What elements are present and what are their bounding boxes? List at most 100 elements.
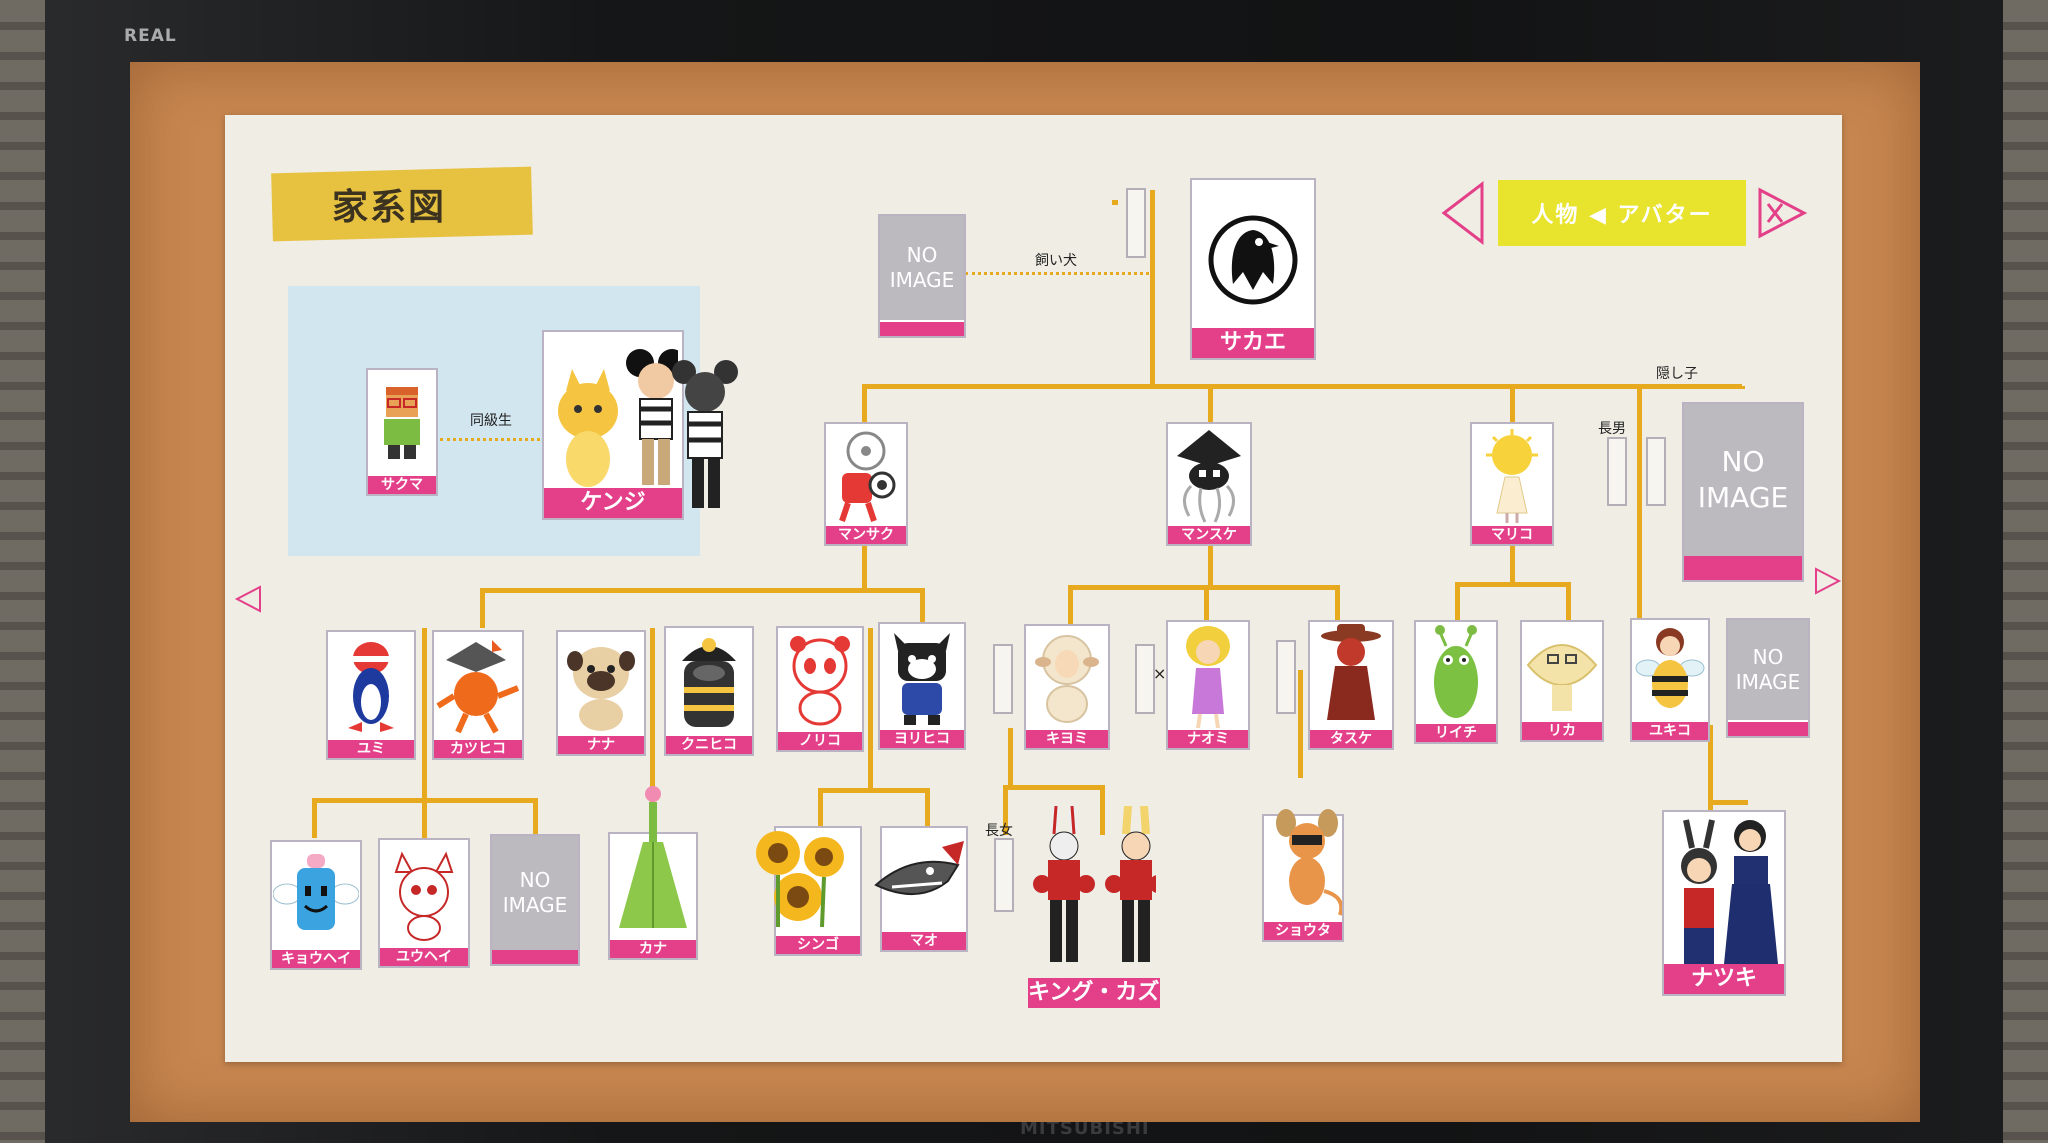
member-name: カツヒコ (434, 740, 522, 758)
member-card-hidden-child[interactable]: NO IMAGE (1682, 402, 1804, 582)
member-card-shota[interactable]: ショウタ (1262, 809, 1344, 942)
member-name: マンサク (826, 526, 906, 544)
member-card-yukiko-partner[interactable]: NO IMAGE (1726, 618, 1810, 738)
member-name: ヨリヒコ (880, 730, 964, 748)
relation-tag-hidden-child: 隠し子 (1656, 366, 1698, 382)
member-card-kunihiko[interactable]: クニヒコ (664, 626, 754, 756)
pug-avatar-icon (558, 632, 644, 736)
partner-slot[interactable] (1126, 188, 1146, 258)
relation-tag-pet: 飼い犬 (1035, 253, 1077, 269)
member-card-tasuke[interactable]: タスケ (1308, 620, 1394, 750)
member-card-kana[interactable]: カナ (608, 786, 698, 960)
member-card-sakae[interactable]: サカエ (1190, 178, 1316, 360)
member-card-yukiko[interactable]: ユキコ (1630, 618, 1710, 742)
natsuki-avatar-icon (1664, 812, 1784, 976)
member-card-mansaku[interactable]: マンサク (824, 422, 908, 546)
member-card-pet[interactable]: NO IMAGE (878, 214, 966, 338)
penguin-logo-icon (1192, 180, 1314, 340)
baby-bottle-avatar-icon (272, 842, 360, 950)
member-card-richi[interactable]: リイチ (1414, 620, 1498, 744)
member-card-no-image[interactable]: NO IMAGE (490, 834, 580, 966)
member-name: ナナ (558, 736, 644, 754)
tv-brand-label: MITSUBISHI (1020, 1118, 1150, 1139)
partner-slot[interactable] (1135, 644, 1155, 714)
window-blinds-left (0, 0, 45, 1143)
sheep-avatar-icon (1026, 626, 1108, 730)
member-name: カナ (610, 940, 696, 958)
member-card-noriko[interactable]: ノリコ (776, 626, 864, 752)
member-name: マンスケ (1168, 526, 1250, 544)
member-card-natsuki[interactable]: ナツキ (1662, 810, 1786, 996)
member-name-bar (880, 322, 964, 336)
relation-tag-eldest-son: 長男 (1598, 421, 1626, 437)
page-prev-icon[interactable] (234, 584, 264, 614)
member-name: ショウタ (1264, 922, 1342, 940)
member-name: キョウヘイ (272, 950, 360, 968)
member-name: ユキコ (1632, 722, 1708, 740)
member-name-bar (1684, 556, 1802, 580)
member-card-kyohei[interactable]: キョウヘイ (270, 840, 362, 970)
member-name: キング・カズマ (1028, 978, 1160, 1008)
partner-slot[interactable] (994, 838, 1014, 912)
member-card-kenji[interactable]: ケンジ (542, 330, 684, 520)
member-name: タスケ (1310, 730, 1392, 748)
pixel-boy-icon (368, 370, 436, 476)
member-card-naomi[interactable]: ナオミ (1166, 620, 1250, 750)
tv-mode-label: REAL (124, 26, 177, 46)
no-image-placeholder: NO IMAGE (1728, 620, 1808, 720)
member-name: サクマ (368, 476, 436, 494)
close-icon[interactable] (1756, 186, 1808, 240)
member-name: ユウヘイ (380, 948, 468, 966)
member-card-rika[interactable]: リカ (1520, 620, 1604, 742)
member-card-yumi[interactable]: ユミ (326, 630, 416, 760)
blonde-woman-avatar-icon (1168, 622, 1248, 730)
member-card-yuhei[interactable]: ユウヘイ (378, 838, 470, 968)
mouse-avatar-icon (672, 360, 738, 508)
page-title: 家系図 (332, 187, 447, 228)
member-name: ナツキ (1664, 964, 1784, 994)
member-name: ケンジ (544, 488, 682, 518)
sun-avatar-icon (1472, 424, 1552, 526)
no-image-placeholder: NO IMAGE (492, 836, 578, 950)
sunflower-avatar-icon (756, 828, 860, 936)
person-avatar-toggle-button[interactable]: 人物 ◀ アバター (1498, 180, 1746, 246)
firefighter-avatar-icon (666, 628, 752, 736)
partner-slot[interactable] (993, 644, 1013, 714)
member-card-sakuma[interactable]: サクマ (366, 368, 438, 496)
member-card-yorihiko[interactable]: ヨリヒコ (878, 622, 966, 750)
dumpling-avatar-icon (1522, 622, 1602, 722)
member-card-shingo[interactable]: シンゴ (756, 826, 862, 956)
no-image-placeholder: NO IMAGE (880, 216, 964, 320)
member-name: リカ (1522, 722, 1602, 740)
member-name-bar (1728, 722, 1808, 736)
member-card-katsuhiko[interactable]: カツヒコ (432, 630, 524, 760)
monkey-avatar-icon (1264, 809, 1342, 922)
partner-slot[interactable] (1607, 437, 1627, 506)
member-name: マリコ (1472, 526, 1552, 544)
member-name-bar (492, 950, 578, 964)
page-next-icon[interactable] (1812, 566, 1842, 596)
prev-arrow-icon[interactable] (1440, 180, 1486, 246)
member-name: サカエ (1192, 328, 1314, 358)
marriage-mark: × (1153, 664, 1167, 683)
member-card-king-kazuma[interactable]: キング・カズマ (1028, 806, 1160, 1008)
relation-tag-classmate: 同級生 (470, 413, 512, 429)
member-name: ナオミ (1168, 730, 1248, 748)
squid-avatar-icon (1168, 424, 1250, 526)
member-card-mansuke[interactable]: マンスケ (1166, 422, 1252, 546)
member-name: キヨミ (1026, 730, 1108, 748)
police-dog-avatar-icon (880, 624, 964, 730)
member-name: マオ (882, 932, 966, 950)
member-card-kiyomi[interactable]: キヨミ (1024, 624, 1110, 750)
member-name: クニヒコ (666, 736, 752, 754)
member-card-mariko[interactable]: マリコ (1470, 422, 1554, 546)
member-card-mao[interactable]: マオ (874, 826, 968, 952)
member-card-nana[interactable]: ナナ (556, 630, 646, 756)
window-blinds-right (2003, 0, 2048, 1143)
rabbit-fighters-avatar-icon (1028, 806, 1156, 990)
member-name: ノリコ (778, 732, 862, 750)
alien-avatar-icon (1416, 622, 1496, 724)
cat-ghost-avatar-icon (380, 840, 468, 948)
partner-slot[interactable] (1276, 640, 1296, 714)
partner-slot[interactable] (1646, 437, 1666, 506)
